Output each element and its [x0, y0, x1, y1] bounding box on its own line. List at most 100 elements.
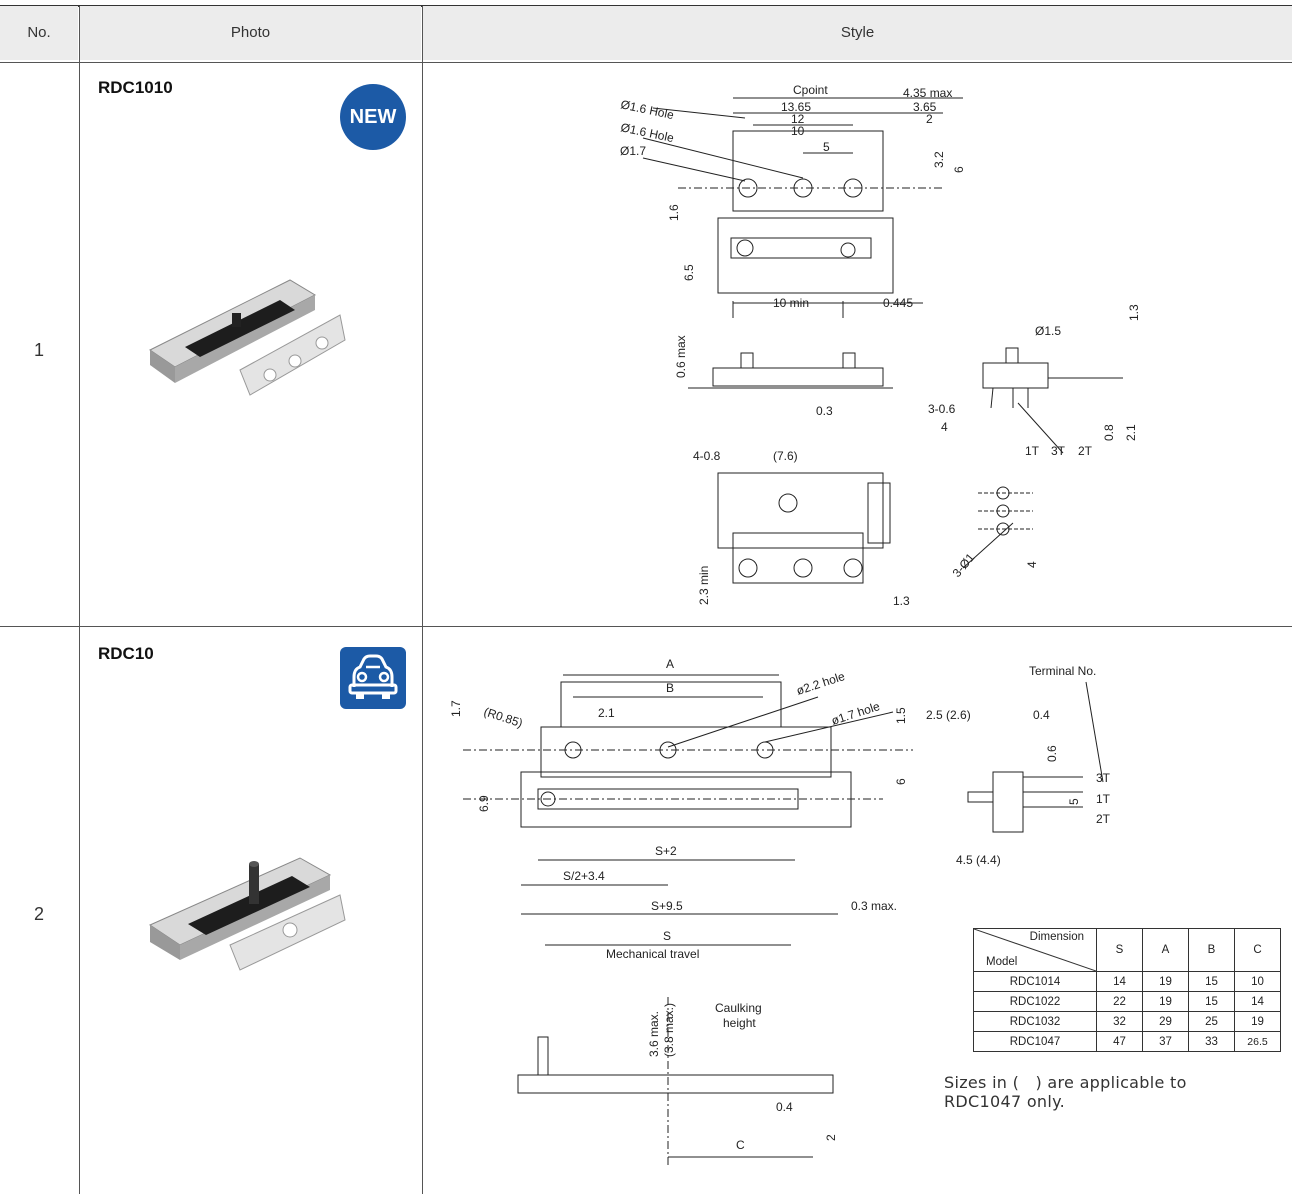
value-cell: 26.5 [1234, 1031, 1281, 1052]
column-header: B [1188, 928, 1235, 972]
column-divider-2 [422, 6, 423, 1194]
table-row: RDC1032 32 29 25 19 [973, 1011, 1281, 1032]
dim-label: Caulking [715, 1001, 762, 1015]
dim-label: Ø1.7 [620, 144, 646, 158]
dim-label: 4 [941, 420, 948, 434]
column-header: S [1096, 928, 1143, 972]
dim-label: (R0.85) [482, 705, 524, 731]
value-cell: 33 [1188, 1031, 1235, 1052]
value-cell: 10 [1234, 971, 1281, 992]
dim-label: Cpoint [793, 83, 828, 97]
dim-label: (3.8 max.) [662, 1003, 676, 1057]
dim-label: 1.6 [667, 204, 681, 221]
model-cell: RDC1032 [973, 1011, 1097, 1032]
dim-label: 1.7 [449, 700, 463, 717]
dim-label: S/2+3.4 [563, 869, 605, 883]
dim-label: 0.8 [1102, 424, 1116, 441]
row-number: 2 [33, 904, 44, 924]
model-cell: RDC1014 [973, 971, 1097, 992]
dim-label: 1.5 [894, 707, 908, 724]
dim-label: 13.65 [781, 100, 811, 114]
dim-label: 1T [1025, 444, 1040, 458]
dim-label: S [663, 929, 671, 943]
table-row: RDC1047 47 37 33 26.5 [973, 1031, 1281, 1052]
header-model-label: Model [986, 956, 1018, 968]
drawing-rdc10: A B ø2.2 hole ø1.7 hole (R0.85) 2.1 1.7 … [449, 657, 1111, 1167]
dim-label: 3T [1096, 771, 1111, 785]
dimension-table: Dimension Model S A B C RDC1014 14 19 15… [973, 928, 1281, 1052]
dim-label: Terminal No. [1029, 664, 1096, 678]
dim-label: 2.5 (2.6) [926, 708, 971, 722]
dim-label: ø1.7 hole [830, 699, 882, 728]
value-cell: 47 [1096, 1031, 1143, 1052]
dim-label: Mechanical travel [606, 947, 699, 961]
product-photo-rdc1010 [149, 279, 346, 396]
product-photo-rdc10 [148, 857, 346, 971]
dim-label: 0.6 [1045, 745, 1059, 762]
dim-label: 4-0.8 [693, 449, 721, 463]
dim-label: 3-0.6 [928, 402, 956, 416]
model-name: RDC10 [98, 644, 154, 663]
column-header: C [1234, 928, 1281, 972]
table-row: RDC1014 14 19 15 10 [973, 971, 1281, 992]
value-cell: 15 [1188, 991, 1235, 1012]
new-badge: NEW [340, 84, 406, 150]
column-header: A [1142, 928, 1189, 972]
header-style-label: Style [840, 24, 875, 41]
drawing-rdc1010: Cpoint 4.35 max 13.65 3.65 12 2 10 5 3.2… [619, 83, 1141, 608]
dimension-table-header: Dimension Model S A B C [973, 928, 1281, 972]
value-cell: 19 [1234, 1011, 1281, 1032]
dim-label: S+2 [655, 844, 677, 858]
dim-label: 3T [1051, 444, 1066, 458]
dim-label: 10 [791, 124, 805, 138]
dim-label: C [736, 1138, 745, 1152]
dim-label: A [666, 657, 674, 671]
car-icon [340, 647, 406, 709]
model-cell: RDC1047 [973, 1031, 1097, 1052]
header-cell-photo: Photo [80, 6, 421, 60]
dim-label: 10 min [773, 296, 809, 310]
dim-label: 6.9 [477, 795, 491, 812]
dim-label: (7.6) [773, 449, 798, 463]
header-photo-label: Photo [230, 24, 271, 41]
value-cell: 29 [1142, 1011, 1189, 1032]
dim-label: height [723, 1016, 756, 1030]
dim-label: 1T [1096, 792, 1111, 806]
header-cell-style: Style [423, 6, 1292, 60]
header-no-label: No. [27, 24, 51, 41]
dim-label: 2T [1096, 812, 1111, 826]
dim-label: 0.4 [776, 1100, 793, 1114]
value-cell: 19 [1142, 971, 1189, 992]
header-dimension-label: Dimension [1029, 931, 1084, 943]
value-cell: 32 [1096, 1011, 1143, 1032]
dim-label: 0.6 max [674, 335, 688, 378]
header-cell-no: No. [0, 6, 78, 60]
value-cell: 15 [1188, 971, 1235, 992]
dim-label: 0.3 [816, 404, 833, 418]
diagonal-header-cell: Dimension Model [973, 928, 1097, 972]
dim-label: Ø1.6 Hole [619, 120, 675, 145]
value-cell: 25 [1188, 1011, 1235, 1032]
dim-label: 3.6 max. [647, 1011, 661, 1057]
dim-label: 3.2 [932, 151, 946, 168]
dim-label: 2 [926, 112, 933, 126]
value-cell: 37 [1142, 1031, 1189, 1052]
dim-label: 6 [894, 778, 908, 785]
dim-label: 2 [824, 1134, 838, 1141]
row-divider [0, 626, 1292, 627]
value-cell: 14 [1096, 971, 1143, 992]
dim-label: 5 [823, 140, 830, 154]
dim-label: ø2.2 hole [795, 669, 847, 698]
dim-label: 2.1 [598, 706, 615, 720]
footnote-line: Sizes in ( ) are applicable to [944, 1073, 1187, 1092]
table-row: RDC1022 22 19 15 14 [973, 991, 1281, 1012]
dim-label: 0.445 [883, 296, 913, 310]
model-name: RDC1010 [98, 78, 173, 97]
dim-label: 1.3 [893, 594, 910, 608]
value-cell: 22 [1096, 991, 1143, 1012]
dim-label: 0.3 max. [851, 899, 897, 913]
dim-label: 6.5 [682, 264, 696, 281]
dim-label: S+9.5 [651, 899, 683, 913]
header-bottom-rule [0, 62, 1292, 63]
dim-label: 5 [1067, 798, 1081, 805]
